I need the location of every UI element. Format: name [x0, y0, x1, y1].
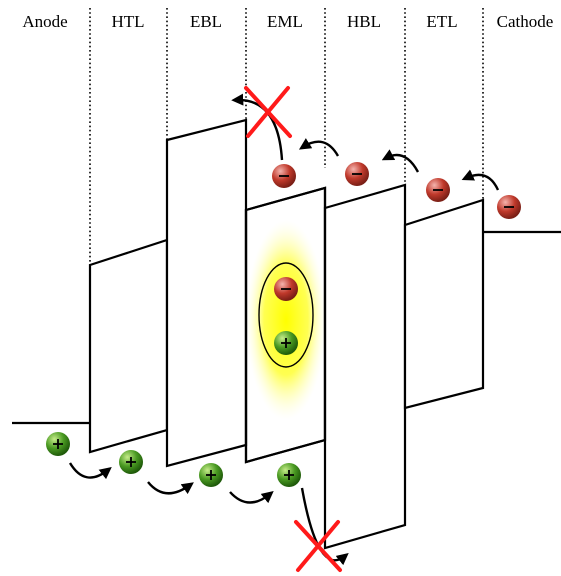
- layer-dividers: [89, 8, 484, 265]
- holes: [46, 331, 301, 487]
- hole: [46, 432, 70, 456]
- hole-blocked-cross: [294, 520, 342, 572]
- label-eml: EML: [267, 12, 303, 31]
- electron-in-exciton: [274, 277, 298, 301]
- hbl-band: [323, 183, 407, 550]
- ebl-band: [165, 118, 248, 468]
- hole: [199, 463, 223, 487]
- exciton-ring: [258, 262, 314, 368]
- electron: [497, 195, 521, 219]
- hole: [119, 450, 143, 474]
- hole-hop-arrow: [68, 462, 112, 480]
- hole-hop-arrow: [147, 481, 194, 495]
- blocked-crosses: [244, 86, 342, 572]
- electron-hop-arrow: [298, 138, 340, 157]
- electron-hop-arrow: [381, 149, 420, 173]
- electron-hop-arrow: [461, 169, 500, 191]
- label-etl: ETL: [426, 12, 457, 31]
- electron: [345, 162, 369, 186]
- layer-labels: Anode HTL EBL EML HBL ETL Cathode: [22, 12, 553, 31]
- label-ebl: EBL: [190, 12, 222, 31]
- hole: [277, 463, 301, 487]
- electrons: [272, 162, 521, 301]
- label-cathode: Cathode: [497, 12, 554, 31]
- label-htl: HTL: [111, 12, 144, 31]
- label-anode: Anode: [22, 12, 67, 31]
- eml-band-outline: [244, 186, 327, 464]
- hole-hop-arrow: [229, 490, 274, 504]
- htl-band: [88, 238, 169, 454]
- electron-blocked-cross: [244, 86, 292, 138]
- etl-band: [403, 198, 485, 410]
- emission-glow: [246, 220, 326, 420]
- label-hbl: HBL: [347, 12, 381, 31]
- electron: [272, 164, 296, 188]
- hole-in-exciton: [274, 331, 298, 355]
- electron: [426, 178, 450, 202]
